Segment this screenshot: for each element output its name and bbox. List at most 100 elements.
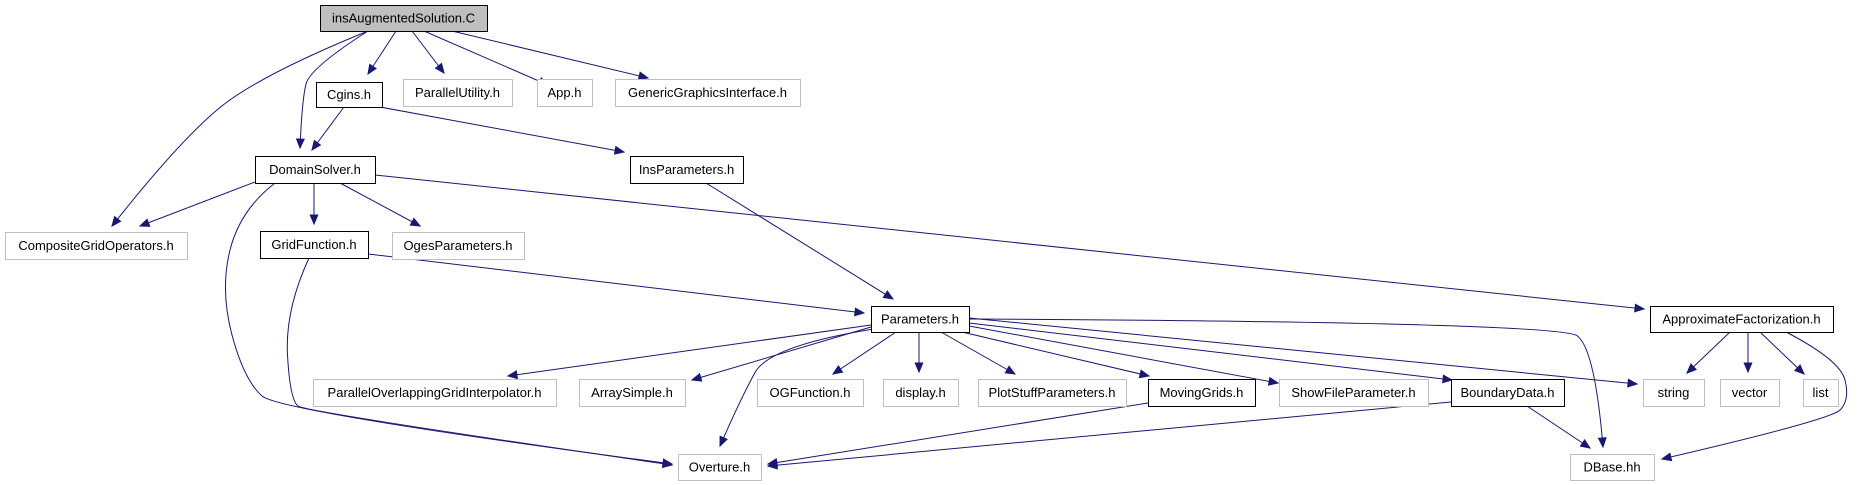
node-box [579,379,686,407]
arrowhead-icon [506,370,519,380]
edge-line [767,402,1149,465]
arrowhead-icon [1579,438,1592,449]
node-box [883,379,959,407]
node-vector: vector [1720,379,1780,407]
edge-approx-to-string [1686,331,1731,374]
edge-line [719,327,881,447]
node-label: ParallelUtility.h [415,85,500,100]
edge-line [940,331,1016,375]
edge-params-to-pogi [506,324,872,380]
edge-line [1686,331,1731,374]
node-box [678,454,762,481]
edge-domsolver-to-cgo [138,181,256,227]
node-ggi: GenericGraphicsInterface.h [615,79,801,107]
edge-domsolver-to-oges [339,182,422,227]
node-bdata[interactable]: BoundaryData.h [1451,379,1565,407]
node-label: OgesParameters.h [403,238,512,253]
edge-params-to-plotstuff [940,331,1017,375]
node-params[interactable]: Parameters.h [871,306,970,333]
arrowhead-icon [719,435,728,448]
edge-params-to-showfile [968,325,1280,386]
arrowhead-icon [831,364,844,375]
node-gridfn[interactable]: GridFunction.h [260,231,369,259]
arrowhead-icon [138,218,151,227]
node-pogi: ParallelOverlappingGridInterpolator.h [313,379,557,407]
edge-line [968,318,1604,448]
edge-bdata-to-dbase [1526,405,1592,449]
node-label: CompositeGridOperators.h [18,238,173,253]
node-label: GenericGraphicsInterface.h [628,85,787,100]
edge-approx-to-list [1759,331,1805,375]
node-approx[interactable]: ApproximateFactorization.h [1650,306,1834,333]
node-label: string [1658,385,1690,400]
node-box [757,379,864,407]
node-moving[interactable]: MovingGrids.h [1148,379,1256,407]
arrowhead-icon [1686,363,1698,374]
node-label: GridFunction.h [271,237,356,252]
edge-domsolver-to-gridfn [309,183,319,226]
edge-line [423,30,549,86]
edge-line [832,331,897,375]
arrowhead-icon [367,63,378,76]
arrowhead-icon [690,372,703,382]
node-label: ApproximateFactorization.h [1662,312,1820,327]
arrowhead-icon [309,214,319,226]
node-label: ParallelOverlappingGridInterpolator.h [328,385,542,400]
edge-params-to-bdata [968,322,1454,384]
node-box [1643,379,1705,407]
arrowhead-icon [1793,364,1805,375]
edge-root-to-cgins [367,30,397,76]
node-box [630,156,744,184]
node-label: DomainSolver.h [269,162,361,177]
arrowhead-icon [1004,365,1017,375]
edge-gridfn-to-params [367,253,866,317]
edge-line [1661,331,1848,460]
edge-params-to-dbase [968,318,1607,449]
arrowhead-icon [111,215,122,228]
arrowhead-icon [311,139,322,152]
edge-line [379,106,625,153]
node-insparams[interactable]: InsParameters.h [630,156,744,184]
arrowhead-icon [613,145,626,155]
node-label: PlotStuffParameters.h [989,385,1116,400]
node-showfile: ShowFileParameter.h [1279,379,1429,407]
edge-line [968,325,1279,384]
edge-params-to-overture [719,327,881,448]
edge-line [961,331,1150,377]
edge-line [1526,405,1591,449]
node-label: BoundaryData.h [1461,385,1555,400]
edge-line [225,182,673,465]
node-arrsimple: ArraySimple.h [579,379,686,407]
arrowhead-icon [661,459,674,469]
edge-gridfn-to-overture [286,257,674,469]
node-string: string [1643,379,1705,407]
node-label: insAugmentedSolution.C [332,11,475,26]
node-label: InsParameters.h [639,162,734,177]
edge-params-to-arrsimple [690,326,872,382]
node-cgins[interactable]: Cgins.h [316,82,383,108]
edge-moving-to-overture [766,402,1149,467]
node-box [403,79,513,107]
arrowhead-icon [1267,376,1280,386]
node-box [978,379,1127,407]
node-box [313,379,557,407]
arrowhead-icon [1597,437,1607,449]
edge-params-to-moving [961,331,1151,379]
arrowhead-icon [1138,369,1151,379]
edge-line [968,322,1453,381]
arrowhead-icon [1743,362,1753,374]
edge-line [111,30,369,227]
edge-line [451,30,649,79]
node-box [1279,379,1429,407]
edge-approx-to-vector [1743,332,1753,374]
node-box [255,156,376,184]
edge-bdata-to-overture [766,401,1452,470]
edge-line [691,326,872,381]
node-label: Overture.h [689,460,750,475]
node-domsolver[interactable]: DomainSolver.h [255,156,376,184]
arrowhead-icon [882,290,895,300]
edge-line [286,257,673,466]
edge-line [367,253,865,314]
edge-root-to-parutil [411,30,445,75]
